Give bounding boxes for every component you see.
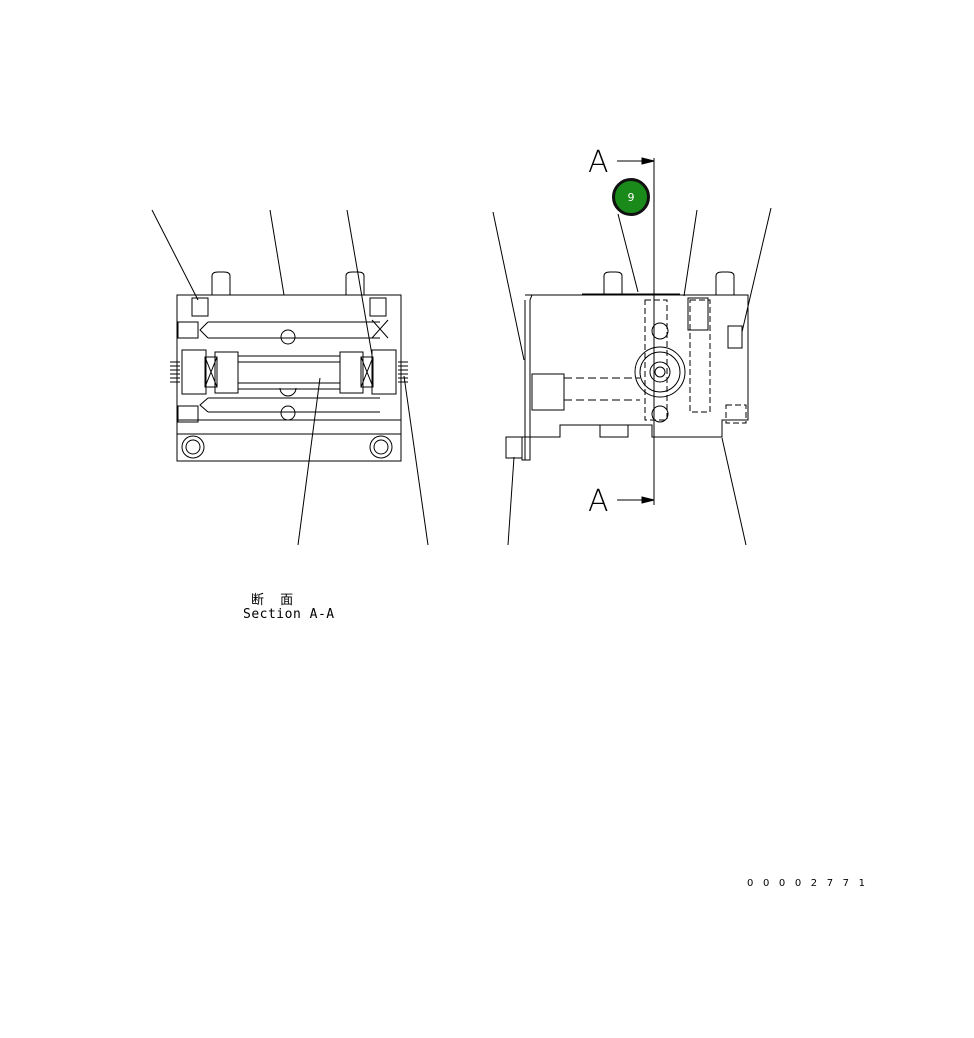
section-marker-bottom: A xyxy=(588,484,609,519)
callout-badge[interactable]: 9 xyxy=(612,178,650,216)
document-number: 0 0 0 0 2 7 7 1 xyxy=(747,878,869,889)
callout-label: 9 xyxy=(627,190,635,204)
section-caption-jp: 断 面 xyxy=(251,593,300,608)
section-caption-en: Section A-A xyxy=(243,607,335,622)
section-view xyxy=(170,271,408,462)
section-line xyxy=(617,157,655,505)
side-view xyxy=(505,271,749,461)
section-marker-top: A xyxy=(588,145,609,180)
leader-lines xyxy=(151,207,772,546)
